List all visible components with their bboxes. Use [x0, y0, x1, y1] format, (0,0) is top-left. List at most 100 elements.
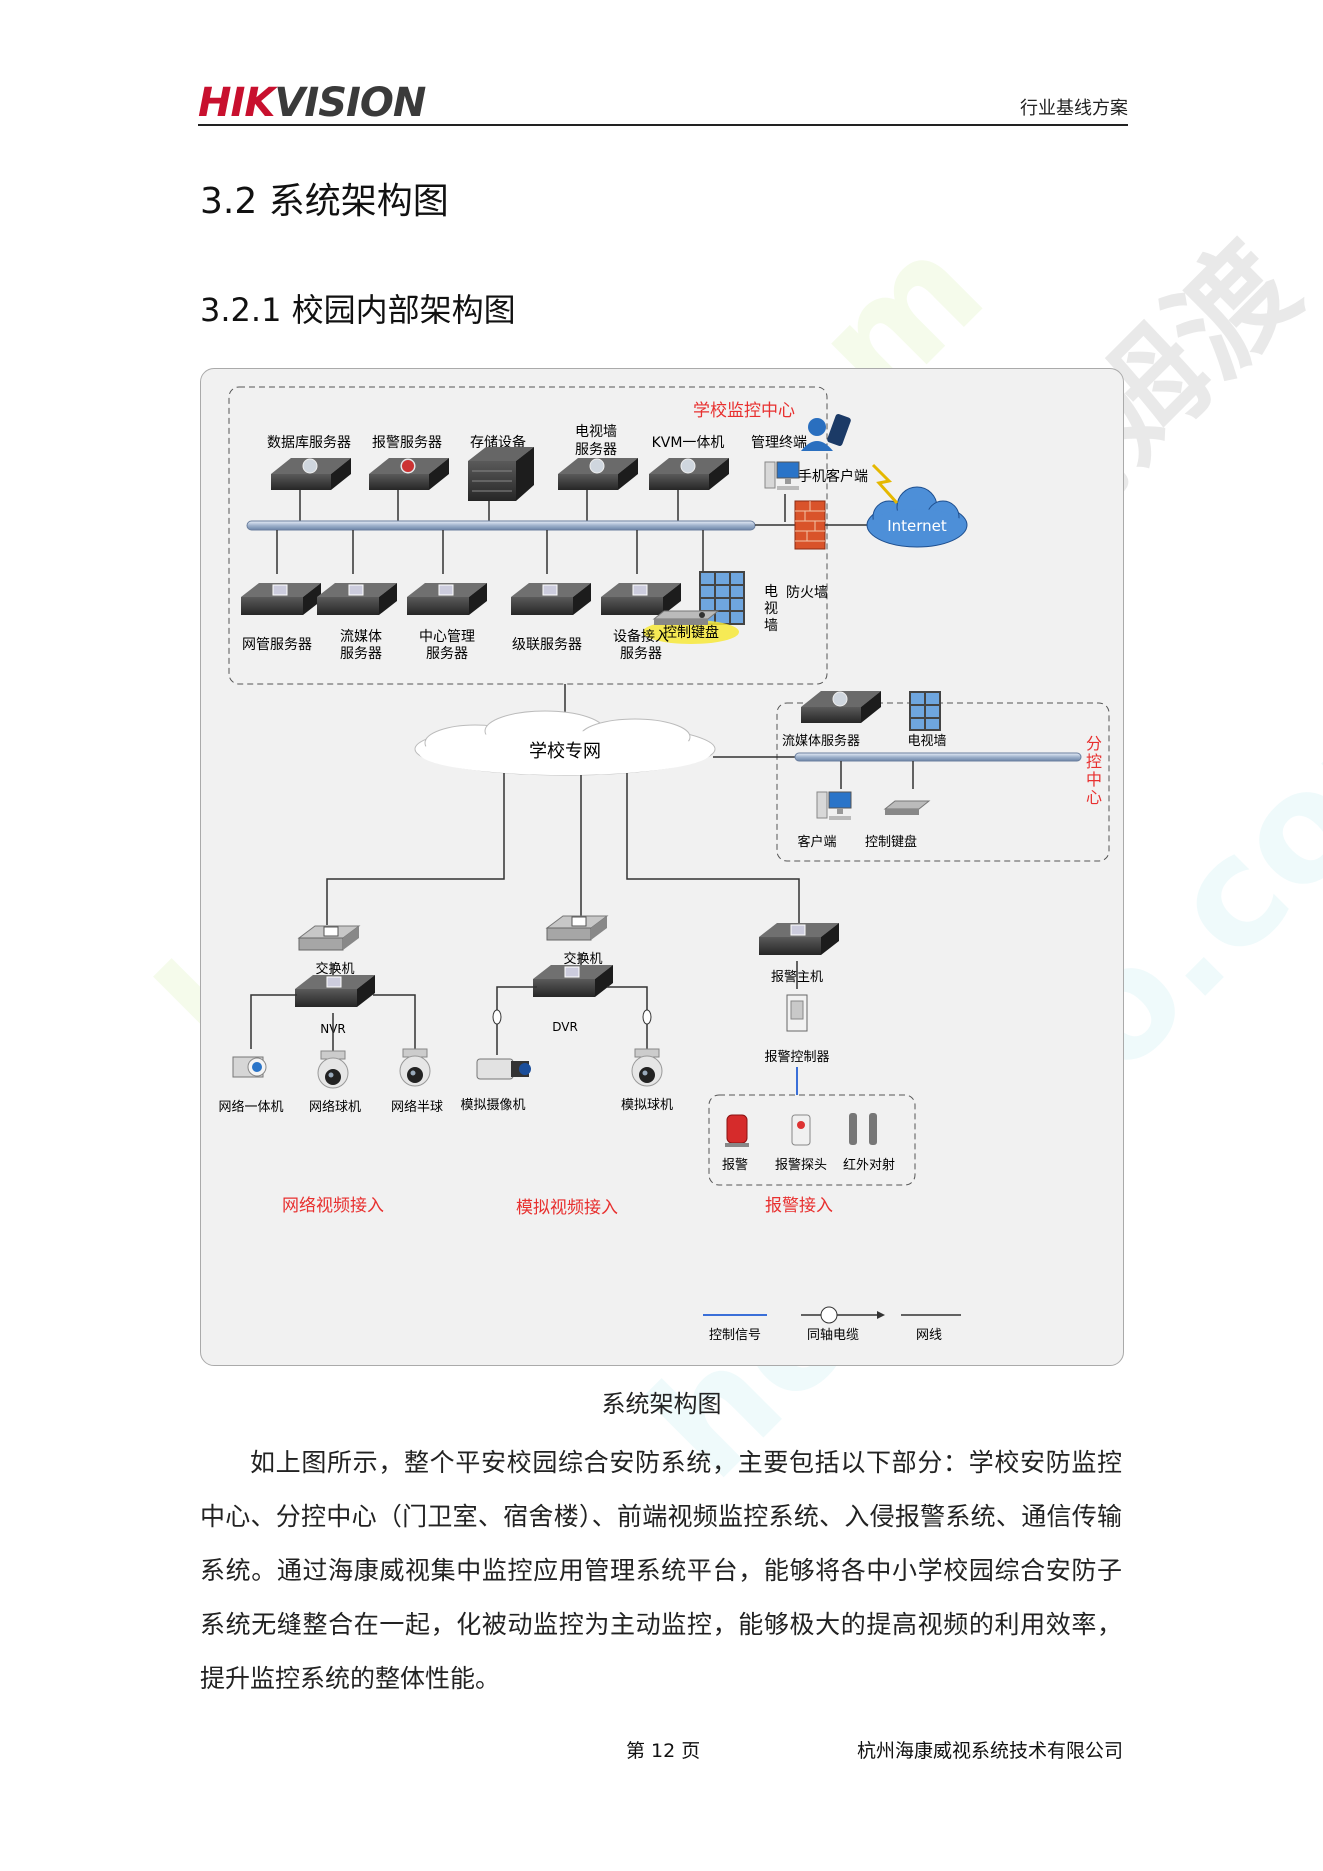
- svg-text:中: 中: [1086, 770, 1102, 789]
- label-pir-detector: 报警探头: [775, 1157, 827, 1173]
- cascade-server-icon: [510, 582, 592, 616]
- label-branch-streaming-server: 流媒体服务器: [782, 733, 860, 749]
- label-central-mgmt-server-2: 服务器: [426, 646, 468, 662]
- central-mgmt-server-icon: [406, 582, 488, 616]
- mobile-user-icon: [801, 414, 851, 451]
- label-streaming-server-2: 服务器: [340, 646, 382, 662]
- label-alarm-server: 报警服务器: [372, 435, 442, 451]
- label-device-access-server-1: 设备接入: [613, 628, 669, 645]
- coax-marker-2: [642, 1009, 652, 1025]
- center-backbone-bus: [246, 520, 756, 531]
- label-alarm-controller: 报警控制器: [764, 1049, 829, 1065]
- siren-icon: [725, 1114, 749, 1147]
- management-terminal-icon: [764, 461, 800, 491]
- label-device-access-server-2: 服务器: [620, 646, 662, 662]
- wireless-link-icon: [871, 463, 899, 505]
- section-title: 3.2 系统架构图: [200, 181, 449, 222]
- label-branch-client: 客户端: [797, 834, 836, 850]
- label-infrared-beam: 红外对射: [843, 1157, 895, 1173]
- group-network-video: 网络视频接入: [282, 1196, 384, 1216]
- nvr-icon: [294, 974, 376, 1008]
- dvr-icon: [532, 964, 614, 998]
- svg-text:墙: 墙: [764, 618, 778, 634]
- label-school-network: 学校专网: [529, 741, 601, 762]
- label-cascade-server: 级联服务器: [512, 637, 582, 653]
- school-network-cloud-icon: [414, 710, 716, 776]
- label-tvwall-vertical: 电视墙: [764, 584, 778, 634]
- label-branch-tvwall: 电视墙: [907, 734, 946, 749]
- label-network-box-cam: 网络一体机: [218, 1099, 283, 1115]
- alarm-controller-icon: [786, 994, 808, 1032]
- footer-company: 杭州海康威视系统技术有限公司: [856, 1740, 1123, 1762]
- legend-coax: 同轴电缆: [807, 1327, 859, 1343]
- label-mobile-client: 手机客户端: [798, 468, 868, 485]
- legend-network-cable: 网线: [916, 1328, 942, 1343]
- label-kvm: KVM一体机: [652, 435, 725, 451]
- network-mgmt-server-icon: [240, 582, 322, 616]
- legend-control-signal: 控制信号: [709, 1328, 761, 1343]
- alarm-host-icon: [758, 922, 840, 956]
- branch-client-icon: [816, 791, 852, 821]
- device-access-server-icon: [600, 582, 682, 616]
- legend-coax-swatch: [801, 1306, 885, 1324]
- branch-keyboard-icon: [883, 800, 931, 815]
- alarm-server-icon: [368, 457, 450, 491]
- label-analog-camera: 模拟摄像机: [460, 1098, 525, 1113]
- branch-streaming-server-icon: [800, 690, 882, 724]
- center-title: 学校监控中心: [693, 401, 795, 421]
- label-firewall: 防火墙: [786, 585, 828, 601]
- body-paragraph: 如上图所示，整个平安校园综合安防系统，主要包括以下部分：学校安防监控中心、分控中…: [200, 1448, 1122, 1693]
- svg-text:视: 视: [764, 601, 778, 617]
- branch-title: 分控中心: [1086, 734, 1102, 807]
- label-siren: 报警: [722, 1157, 748, 1173]
- coax-marker-1: [492, 1009, 502, 1025]
- analog-camera-icon: [476, 1058, 531, 1080]
- label-branch-keyboard: 控制键盘: [865, 834, 917, 850]
- label-switch-1: 交换机: [315, 961, 354, 977]
- label-network-mgmt-server: 网管服务器: [242, 637, 312, 653]
- label-central-mgmt-server-1: 中心管理: [419, 629, 475, 645]
- footer-page-number: 第 12 页: [626, 1740, 701, 1762]
- network-box-cam-icon: [232, 1056, 267, 1078]
- database-server-icon: [270, 457, 352, 491]
- internet-cloud-icon: [866, 486, 968, 548]
- label-tvwall-server-2: 服务器: [575, 442, 617, 458]
- label-dvr: DVR: [552, 1020, 578, 1034]
- label-internet: Internet: [887, 517, 947, 535]
- svg-text:心: 心: [1086, 788, 1102, 807]
- figure-caption: 系统架构图: [601, 1390, 722, 1418]
- label-management-terminal: 管理终端: [751, 435, 807, 451]
- architecture-diagram: 学校监控中心 数据库服务器 报警服务器 存储设备 电视墙 服务器 KVM一体机 …: [200, 368, 1124, 1366]
- page-header: HIKVISION 行业基线方案: [198, 82, 1128, 126]
- label-network-dome: 网络半球: [391, 1099, 443, 1115]
- label-tvwall-server-1: 电视墙: [575, 424, 617, 440]
- storage-icon: [468, 447, 534, 501]
- infrared-beam-icon: [849, 1113, 877, 1145]
- label-switch-2: 交换机: [563, 951, 602, 967]
- label-control-keyboard: 控制键盘: [663, 624, 719, 641]
- tvwall-icon: [699, 571, 745, 625]
- branch-tvwall-icon: [909, 691, 941, 731]
- firewall-icon: [794, 500, 826, 550]
- kvm-icon: [648, 457, 730, 491]
- tvwall-server-icon: [557, 457, 639, 491]
- network-ptz-icon: [317, 1050, 349, 1089]
- svg-text:电: 电: [764, 584, 778, 600]
- analog-ptz-icon: [631, 1048, 663, 1087]
- header-doc-type: 行业基线方案: [1020, 98, 1128, 119]
- hikvision-logo: HIKVISION: [198, 80, 426, 126]
- label-streaming-server-1: 流媒体: [340, 629, 382, 645]
- label-network-ptz: 网络球机: [309, 1099, 361, 1115]
- label-analog-ptz: 模拟球机: [621, 1098, 673, 1113]
- control-keyboard-icon: [652, 610, 720, 625]
- group-alarm: 报警接入: [765, 1196, 833, 1216]
- network-dome-icon: [399, 1048, 431, 1087]
- group-analog-video: 模拟视频接入: [516, 1198, 618, 1218]
- switch-2-icon: [546, 915, 608, 941]
- branch-backbone-bus: [794, 752, 1082, 762]
- label-storage: 存储设备: [470, 434, 526, 451]
- svg-text:分: 分: [1086, 734, 1102, 753]
- subsection-title: 3.2.1 校园内部架构图: [200, 291, 516, 329]
- streaming-server-icon: [316, 582, 398, 616]
- switch-1-icon: [298, 925, 360, 951]
